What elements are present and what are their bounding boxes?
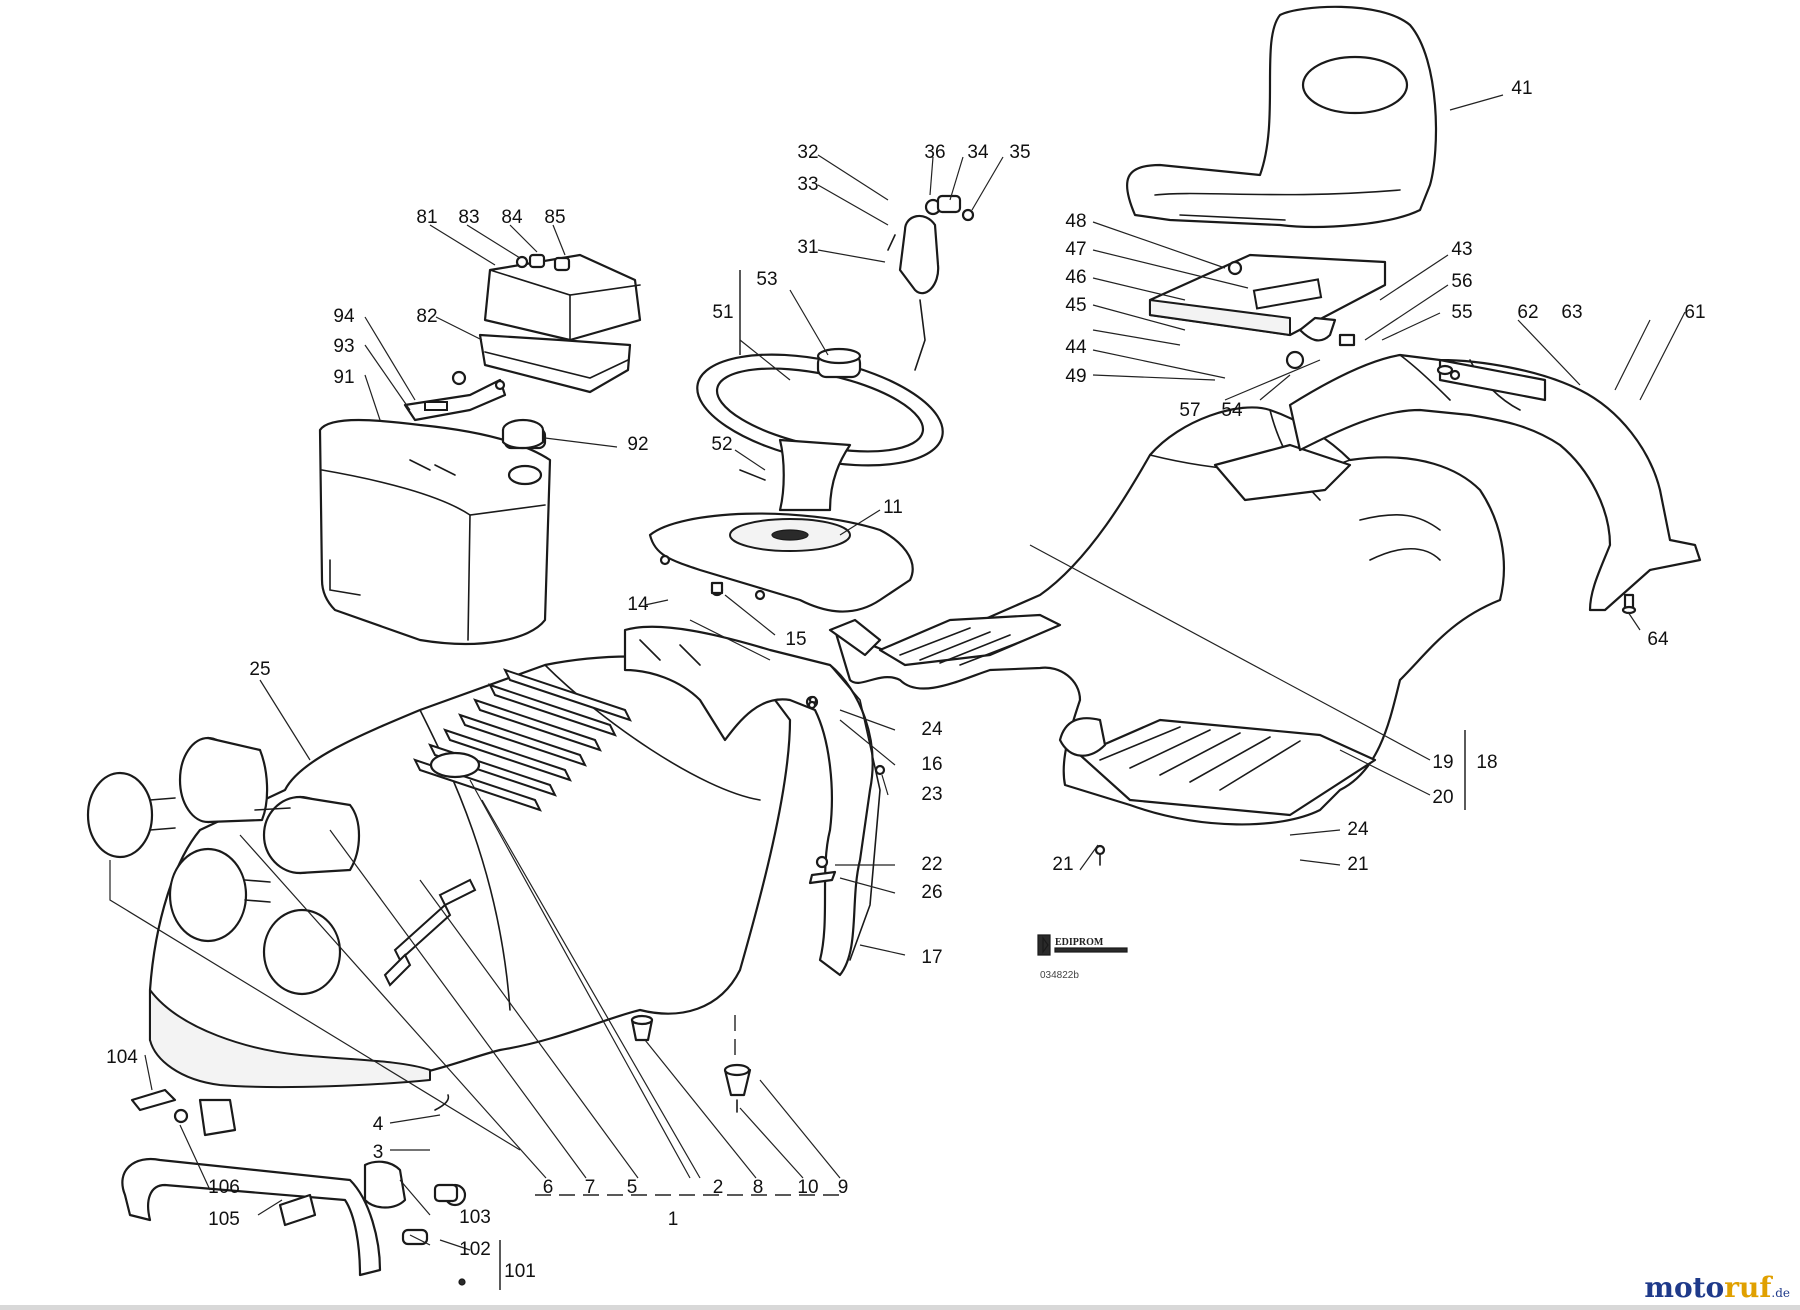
callout-24-a: 24 <box>921 719 943 740</box>
callout-labels: 41 48 47 46 45 44 49 43 56 55 57 54 62 6… <box>106 78 1706 1286</box>
marker-dot <box>458 1278 466 1286</box>
callout-1: 1 <box>668 1209 679 1230</box>
callout-24-b: 24 <box>1347 819 1369 840</box>
callout-102: 102 <box>459 1239 491 1260</box>
callout-106: 106 <box>208 1177 240 1198</box>
callout-105: 105 <box>208 1209 240 1230</box>
brand-name-part2: ruf <box>1724 1271 1772 1304</box>
callout-101: 101 <box>504 1261 536 1282</box>
callout-36: 36 <box>924 142 945 163</box>
dash-panel-part <box>648 512 914 613</box>
stamp-name: EDIPROM <box>1055 937 1104 948</box>
callout-35: 35 <box>1009 142 1030 163</box>
callout-19: 19 <box>1432 752 1453 773</box>
callout-54: 54 <box>1221 400 1243 421</box>
callout-92: 92 <box>627 434 648 455</box>
callout-84: 84 <box>501 207 523 228</box>
callout-33: 33 <box>797 174 818 195</box>
tank-cap-part <box>501 418 545 450</box>
callout-46: 46 <box>1065 267 1086 288</box>
callout-23: 23 <box>921 784 942 805</box>
callout-64: 64 <box>1647 629 1669 650</box>
brand-name-part1: moto <box>1644 1271 1725 1304</box>
callout-81: 81 <box>416 207 437 228</box>
callout-34: 34 <box>967 142 989 163</box>
callout-21-a: 21 <box>1052 854 1073 875</box>
callout-41: 41 <box>1511 78 1532 99</box>
callout-56: 56 <box>1451 271 1472 292</box>
bottom-bar <box>0 1305 1800 1310</box>
callout-43: 43 <box>1451 239 1472 260</box>
callout-55: 55 <box>1451 302 1472 323</box>
callout-2: 2 <box>713 1177 724 1198</box>
battery-tray-part <box>478 333 632 394</box>
brand-logo: motoruf.de <box>1644 1271 1790 1304</box>
callout-94: 94 <box>333 306 355 327</box>
callout-20: 20 <box>1432 787 1453 808</box>
callout-53: 53 <box>756 269 777 290</box>
headlamps-part <box>86 736 360 943</box>
callout-26: 26 <box>921 882 942 903</box>
callout-93: 93 <box>333 336 354 357</box>
callout-25: 25 <box>249 659 270 680</box>
callout-17: 17 <box>921 947 942 968</box>
callout-57: 57 <box>1179 400 1200 421</box>
tank-bracket-part <box>403 370 507 422</box>
seat-plate-part <box>1148 253 1387 370</box>
callout-52: 52 <box>711 434 732 455</box>
callout-62: 62 <box>1517 302 1538 323</box>
callout-3: 3 <box>373 1142 384 1163</box>
callout-6: 6 <box>543 1177 554 1198</box>
hood-part <box>148 655 792 1111</box>
brand-suffix: .de <box>1771 1286 1790 1300</box>
callout-4: 4 <box>373 1114 384 1135</box>
stamp-code: 034822b <box>1040 970 1079 981</box>
callout-85: 85 <box>544 207 565 228</box>
fuel-tank-part <box>318 418 552 646</box>
callout-48: 48 <box>1065 211 1086 232</box>
callout-44: 44 <box>1065 337 1087 358</box>
callout-82: 82 <box>416 306 437 327</box>
callout-18: 18 <box>1476 752 1497 773</box>
ediprom-stamp: EDIPROM 034822b <box>1037 934 1128 981</box>
callout-10: 10 <box>797 1177 818 1198</box>
callout-9: 9 <box>838 1177 849 1198</box>
callout-91: 91 <box>333 367 354 388</box>
callout-49: 49 <box>1065 366 1086 387</box>
callout-5: 5 <box>627 1177 638 1198</box>
frame-body-part <box>828 406 1506 866</box>
callout-103: 103 <box>459 1207 491 1228</box>
callout-45: 45 <box>1065 295 1086 316</box>
callout-16: 16 <box>921 754 942 775</box>
callout-63: 63 <box>1561 302 1582 323</box>
callout-83: 83 <box>458 207 479 228</box>
callout-61: 61 <box>1684 302 1705 323</box>
front-bumper-part <box>121 1088 467 1277</box>
callout-22: 22 <box>921 854 942 875</box>
seat-part <box>1126 5 1438 228</box>
battery-box-part <box>483 253 642 342</box>
steering-wheel-part <box>696 347 944 512</box>
callout-8: 8 <box>753 1177 764 1198</box>
callout-21-b: 21 <box>1347 854 1368 875</box>
callout-14: 14 <box>627 594 649 615</box>
callout-15: 15 <box>785 629 806 650</box>
dash-side-panel-part <box>623 625 886 977</box>
callout-7: 7 <box>585 1177 596 1198</box>
callout-32: 32 <box>797 142 818 163</box>
callout-51: 51 <box>712 302 733 323</box>
rubber-feet-part <box>630 1014 752 1113</box>
callout-31: 31 <box>797 237 818 258</box>
callout-47: 47 <box>1065 239 1086 260</box>
callout-104: 104 <box>106 1047 138 1068</box>
leader-lines <box>109 94 1686 1290</box>
steering-pivot-part <box>887 194 975 371</box>
callout-11: 11 <box>883 497 903 518</box>
